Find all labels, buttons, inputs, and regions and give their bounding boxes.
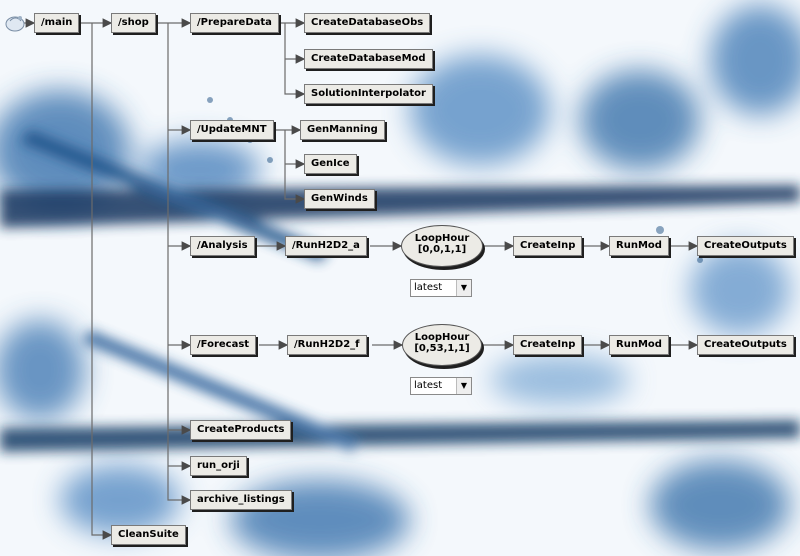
- node-gen-winds[interactable]: GenWinds: [304, 189, 375, 209]
- loop-title: LoopHour: [414, 332, 470, 343]
- loop-select-analysis[interactable]: latest ▼: [410, 279, 472, 297]
- loop-range: [0,53,1,1]: [414, 343, 470, 354]
- suite-icon[interactable]: [4, 12, 28, 34]
- select-value: latest: [414, 380, 443, 391]
- node-update-mnt[interactable]: /UpdateMNT: [190, 120, 274, 140]
- loop-select-forecast[interactable]: latest ▼: [410, 377, 472, 395]
- node-run-mod-a[interactable]: RunMod: [609, 236, 669, 256]
- node-runh2d2-a[interactable]: /RunH2D2_a: [285, 236, 367, 256]
- chevron-down-icon[interactable]: ▼: [456, 378, 471, 394]
- node-run-mod-f[interactable]: RunMod: [609, 335, 669, 355]
- node-create-database-obs[interactable]: CreateDatabaseObs: [304, 13, 431, 33]
- node-archive-listings[interactable]: archive_listings: [190, 490, 292, 510]
- node-create-inp-f[interactable]: CreateInp: [513, 335, 583, 355]
- node-create-database-mod[interactable]: CreateDatabaseMod: [304, 49, 433, 69]
- chevron-down-icon[interactable]: ▼: [456, 280, 471, 296]
- node-gen-ice[interactable]: GenIce: [304, 154, 357, 174]
- node-forecast[interactable]: /Forecast: [190, 335, 257, 355]
- node-main[interactable]: /main: [34, 13, 80, 33]
- node-gen-manning[interactable]: GenManning: [300, 120, 385, 140]
- loop-hour-forecast[interactable]: LoopHour [0,53,1,1]: [402, 324, 482, 366]
- node-analysis[interactable]: /Analysis: [190, 236, 255, 256]
- node-solution-interpolator[interactable]: SolutionInterpolator: [304, 84, 433, 104]
- node-run-orji[interactable]: run_orji: [190, 456, 247, 476]
- select-value: latest: [414, 282, 443, 293]
- loop-title: LoopHour: [414, 233, 470, 244]
- loop-range: [0,0,1,1]: [417, 244, 467, 255]
- node-create-inp-a[interactable]: CreateInp: [513, 236, 583, 256]
- node-runh2d2-f[interactable]: /RunH2D2_f: [287, 335, 367, 355]
- node-create-products[interactable]: CreateProducts: [190, 420, 292, 440]
- node-create-outputs-f[interactable]: CreateOutputs: [697, 335, 794, 355]
- node-create-outputs-a[interactable]: CreateOutputs: [697, 236, 794, 256]
- node-clean-suite[interactable]: CleanSuite: [111, 525, 186, 545]
- node-prepare-data[interactable]: /PrepareData: [190, 13, 279, 33]
- node-shop[interactable]: /shop: [111, 13, 156, 33]
- loop-hour-analysis[interactable]: LoopHour [0,0,1,1]: [401, 225, 483, 267]
